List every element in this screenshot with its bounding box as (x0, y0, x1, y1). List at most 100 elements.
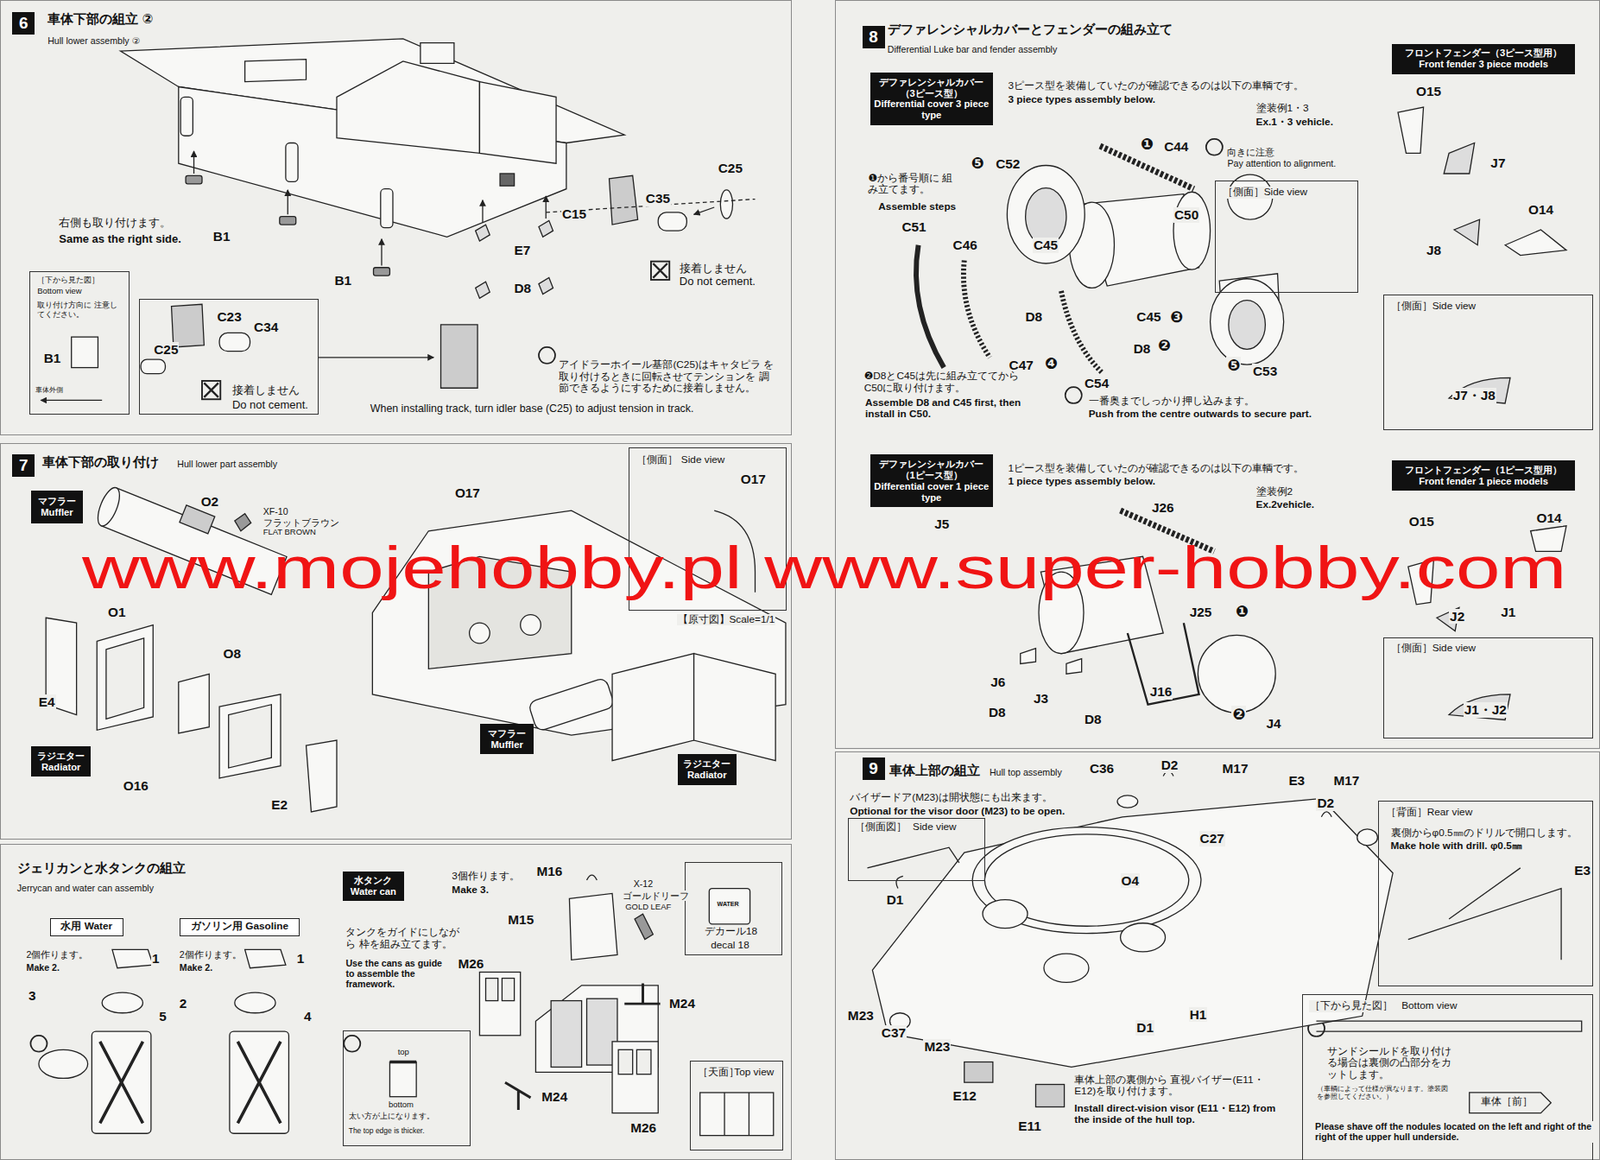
part-number: O2 (200, 493, 221, 510)
label-box: フロントフェンダー（1ピース型用）Front fender 1 piece mo… (1391, 460, 1576, 491)
note-text: Make 2. (178, 961, 214, 973)
illustration-line (499, 173, 515, 186)
note-text: Please shave off the nodules located on … (1314, 1120, 1594, 1142)
illustration-line (748, 1092, 750, 1136)
step-subtitle: Hull lower assembly ② (46, 35, 141, 46)
part-number: 4 (303, 1008, 313, 1025)
view-caption: The top edge is thicker. (347, 1126, 468, 1136)
part-number: C45 (1032, 237, 1059, 253)
box-label: マフラー (487, 727, 526, 740)
illustration-line (287, 189, 289, 215)
illustration-line (40, 399, 102, 401)
view-caption: ［下から見た図］ (1309, 999, 1394, 1012)
box-label: フロントフェンダー（3ピース型用） (1404, 47, 1563, 59)
illustration-line (866, 771, 1582, 1114)
part-number: E4 (37, 694, 57, 710)
illustration-line (720, 189, 733, 219)
note-text: Install direct-vision visor (E11・E12) fr… (1073, 1102, 1284, 1126)
part-number: M23 (923, 1038, 951, 1055)
note-text: Assemble steps (877, 201, 957, 214)
note-text: J7・J8 (1452, 387, 1497, 404)
illustration-line (964, 1062, 993, 1083)
illustration-line (31, 1035, 48, 1052)
illustration-line (1315, 1020, 1582, 1031)
part-number: M26 (629, 1119, 658, 1136)
view-caption: Side view (1431, 642, 1478, 655)
illustration-line (71, 38, 734, 388)
illustration-line (1043, 953, 1089, 982)
box-label: マフラー (37, 495, 76, 507)
note-text: ゴールドリーフ (621, 890, 690, 901)
part-number: M17 (1221, 760, 1250, 777)
view-caption: Side view (1431, 300, 1478, 313)
step-number: 6 (12, 12, 35, 35)
illustration-line (420, 43, 455, 64)
illustration-line (185, 175, 203, 184)
note-text: Make 3. (450, 884, 490, 897)
part-number: E3 (1573, 862, 1592, 879)
illustration-line (545, 196, 547, 219)
view-caption: Rear view (1426, 806, 1474, 819)
illustration-line (93, 484, 124, 529)
illustration-line (618, 1049, 633, 1074)
illustration-line (219, 332, 250, 351)
illustration-line (237, 1041, 281, 1124)
illustration-line (569, 892, 618, 960)
note-text: X-12 (632, 878, 654, 889)
part-number: 3 (27, 987, 38, 1004)
illustration-line (1035, 1084, 1064, 1107)
illustration-line (694, 207, 715, 215)
illustration-line (1120, 923, 1166, 952)
part-number: J26 (1150, 499, 1176, 516)
part-number: M24 (540, 1088, 569, 1105)
note-text: 3 piece types assembly below. (1006, 94, 1157, 107)
view-caption: Side view (911, 821, 958, 834)
part-number: J3 (1032, 690, 1050, 707)
box-label: デファレンシャルカバー（1ピース型） (873, 458, 990, 481)
part-number: D8 (1024, 309, 1044, 325)
view-frame: ［側面］Side view (1383, 294, 1593, 430)
note-text: Optional for the visor door (M23) to be … (848, 805, 1066, 818)
illustration-line (45, 474, 786, 812)
illustration-line (1061, 290, 1102, 374)
part-number: J4 (1264, 715, 1282, 732)
step-title: デファレンシャルカバーとフェンダーの組み立て (886, 21, 1174, 38)
note-text: J1・J2 (1463, 701, 1508, 718)
box-label: ガソリン用 Gasoline (190, 920, 289, 933)
part-number: O15 (1415, 83, 1442, 100)
part-number: ❺ (970, 154, 986, 172)
part-number: B1 (333, 272, 353, 289)
illustration-line (100, 1041, 144, 1124)
part-number: C44 (1163, 139, 1189, 155)
view-caption: Bottom view (1400, 999, 1458, 1012)
view-caption: 接着しません (231, 384, 301, 398)
step-title: ジェリカンと水タンクの組立 (16, 860, 187, 876)
illustration-line (373, 267, 391, 276)
note-text: Assemble D8 and C45 first, then install … (864, 397, 1030, 421)
note-text: 向きに注意 (1226, 146, 1276, 158)
part-number: D2 (1160, 757, 1180, 773)
note-text: Same as the right side. (57, 233, 182, 247)
illustration-line (1448, 694, 1511, 721)
part-number: ❶ (1234, 602, 1250, 620)
note-text: Do not cement. (678, 275, 757, 289)
note-text: Pay attention to alignment. (1226, 158, 1337, 169)
note-text: 一番奥までしっかり押し込みます。 (1087, 395, 1256, 408)
view-caption: ［側面］ (1390, 642, 1434, 655)
box-label: Differential cover 1 piece type (873, 480, 990, 504)
note-text: 接着しません (678, 262, 748, 276)
view-caption: ［側面］ (635, 454, 679, 467)
illustration-line (982, 899, 1028, 929)
illustration-line (612, 1041, 658, 1114)
illustration-line (1454, 219, 1480, 246)
illustration-line (479, 82, 557, 165)
illustration-line (609, 175, 639, 225)
part-number: ❷ (1157, 336, 1172, 355)
illustration-line (1020, 648, 1037, 665)
label-box: デファレンシャルカバー（3ピース型）Differential cover 3 p… (870, 72, 993, 126)
box-label: 水タンク (354, 874, 393, 886)
illustration-line (389, 1060, 417, 1064)
illustration-line (587, 874, 598, 880)
note-text: 【原寸図】Scale=1/1 (676, 613, 777, 627)
illustration-line (38, 874, 774, 1135)
